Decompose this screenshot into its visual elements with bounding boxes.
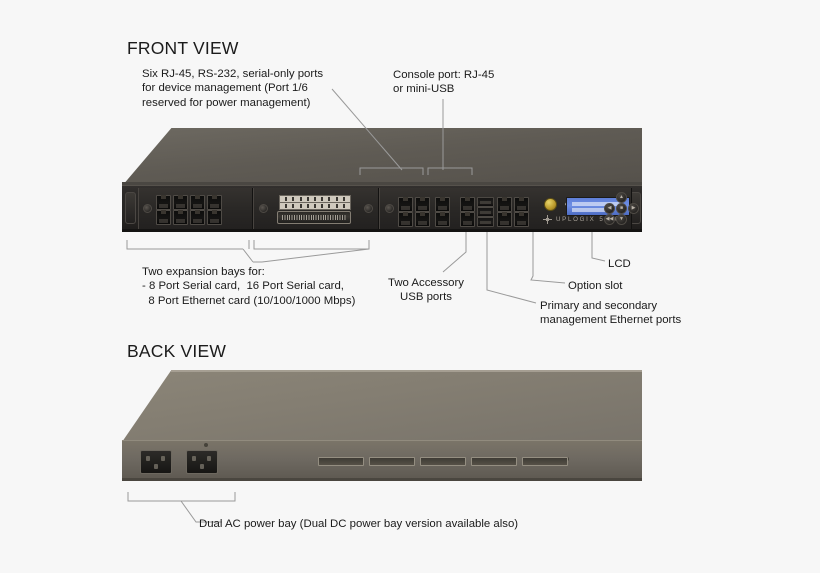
front-view-title: FRONT VIEW [127, 38, 239, 58]
serial-port-block [156, 195, 222, 225]
port-column [190, 195, 205, 225]
callout-console-port: Console port: RJ-45 or mini-USB [393, 69, 495, 96]
callout-lcd: LCD [608, 258, 631, 270]
rj45-port[interactable] [207, 195, 222, 210]
leader-usb-ports [442, 232, 467, 273]
rj45-port[interactable] [435, 212, 450, 227]
callout-expansion-bays: Two expansion bays for: - 8 Port Serial … [142, 266, 356, 307]
option-slot-knob[interactable] [544, 198, 557, 211]
nav-select-button[interactable]: ■ [616, 203, 627, 214]
mgmt-ethernet-port-secondary[interactable] [497, 212, 512, 227]
leader-management-ethernet [486, 232, 537, 304]
back-chassis-top-highlight [171, 370, 642, 372]
port-column [207, 195, 222, 225]
usb-port[interactable] [477, 207, 494, 217]
panel-screw [204, 443, 208, 447]
lcd-navigation-pad: ▲ ◀ ■ ▶ ◀◀ ▼ [604, 192, 639, 225]
port-column [415, 197, 430, 227]
management-ethernet-ports [497, 197, 529, 227]
rj45-port[interactable] [190, 195, 205, 210]
bracket-expansion-left-arrow [242, 248, 254, 263]
mgmt-ethernet-port-primary[interactable] [497, 197, 512, 212]
chassis-top-face [122, 128, 642, 186]
port-column [156, 195, 171, 225]
callout-management-ethernet: Primary and secondary management Etherne… [540, 300, 682, 327]
nav-down-button[interactable]: ▼ [616, 214, 627, 225]
front-faceplate: ❮❯ UPLOGIX 5000 ▲ ◀ ■ ▶ ◀◀ ▼ [122, 185, 642, 232]
back-view-title: BACK VIEW [127, 341, 227, 361]
callout-power-bay: Dual AC power bay (Dual DC power bay ver… [199, 518, 519, 530]
rj45-port[interactable] [398, 212, 413, 227]
ac-power-inlet-2[interactable] [186, 450, 218, 474]
module-screw [385, 204, 394, 213]
port-column [173, 195, 188, 225]
brand-name: UPLOGIX [556, 216, 596, 223]
nav-right-button[interactable]: ▶ [628, 203, 639, 214]
console-rj45-port-group [460, 197, 475, 227]
nav-left-button[interactable]: ◀ [604, 203, 615, 214]
rj45-port[interactable] [207, 210, 222, 225]
vent-slot [471, 457, 517, 466]
module-screw [364, 204, 373, 213]
rj45-port[interactable] [435, 197, 450, 212]
ethernet-port-block-2 [435, 197, 450, 227]
bracket-power-bay [127, 492, 236, 502]
serial-port-module [138, 188, 253, 229]
lcd-text-line [572, 208, 610, 212]
port-column [460, 197, 475, 227]
usb-port[interactable] [477, 217, 494, 227]
vent-slot [420, 457, 466, 466]
bracket-expansion-left [126, 240, 243, 250]
vent-slot [369, 457, 415, 466]
callout-serial-ports: Six RJ-45, RS-232, serial-only ports for… [142, 68, 324, 109]
callout-option-slot: Option slot [568, 280, 623, 292]
nav-up-button[interactable]: ▲ [616, 192, 627, 203]
module-screw [259, 204, 268, 213]
vent-slot [318, 457, 364, 466]
console-rj45-port[interactable] [460, 197, 475, 212]
rj45-port[interactable] [415, 197, 430, 212]
callout-usb-ports: Two Accessory USB ports [388, 277, 464, 304]
vent-slot [522, 457, 568, 466]
back-device-illustration [122, 370, 642, 482]
high-density-serial-connector[interactable] [277, 211, 351, 224]
port-column [435, 197, 450, 227]
expansion-bay-left [253, 188, 379, 229]
chassis-top-edge [122, 182, 642, 186]
accessory-usb-stack [477, 197, 494, 227]
rj45-port[interactable] [173, 210, 188, 225]
usb-port[interactable] [477, 197, 494, 207]
port-column [497, 197, 512, 227]
console-rj45-port[interactable] [460, 212, 475, 227]
mgmt-ethernet-port-secondary[interactable] [514, 212, 529, 227]
nav-back-button[interactable]: ◀◀ [604, 214, 615, 225]
rj45-port[interactable] [190, 210, 205, 225]
rj45-port[interactable] [156, 210, 171, 225]
module-screw [143, 204, 152, 213]
rj45-port[interactable] [173, 195, 188, 210]
rj45-port[interactable] [156, 195, 171, 210]
port-column [514, 197, 529, 227]
leader-lcd [591, 232, 606, 262]
port-column [398, 197, 413, 227]
rack-ear-left [125, 192, 136, 224]
back-chassis-top-face [122, 370, 642, 442]
rj45-port[interactable] [398, 197, 413, 212]
bracket-expansion-right-arrow [261, 248, 370, 263]
serial-card-pin-row [279, 202, 351, 210]
leader-option-slot [530, 232, 566, 284]
bracket-expansion-right [253, 240, 370, 250]
ac-power-inlet-1[interactable] [140, 450, 172, 474]
lcd-text-line [572, 202, 622, 206]
mgmt-ethernet-port-primary[interactable] [514, 197, 529, 212]
ethernet-port-block [398, 197, 430, 227]
brand-logo-icon [543, 215, 552, 224]
back-panel [122, 440, 642, 481]
rj45-port[interactable] [415, 212, 430, 227]
front-device-illustration: ❮❯ UPLOGIX 5000 ▲ ◀ ■ ▶ ◀◀ ▼ [122, 128, 642, 232]
